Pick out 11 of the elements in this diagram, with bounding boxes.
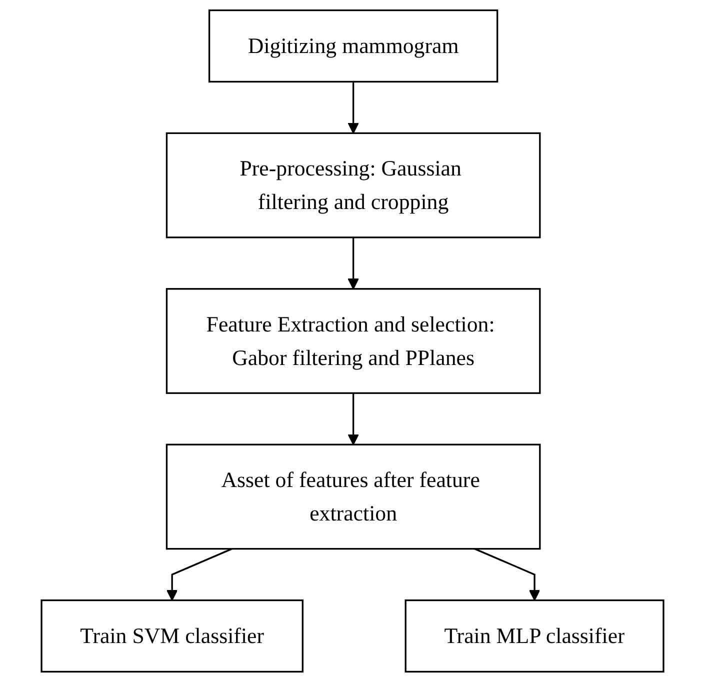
node-box: Train SVM classifier bbox=[40, 599, 304, 673]
arrow bbox=[474, 548, 540, 601]
arrow bbox=[348, 237, 359, 290]
node-box: Pre-processing: Gaussian filtering and cropping bbox=[166, 132, 541, 238]
arrow bbox=[166, 548, 232, 601]
node-box: Digitizing mammogram bbox=[208, 9, 498, 83]
arrow bbox=[348, 393, 359, 446]
arrow bbox=[348, 82, 359, 134]
node-box: Feature Extraction and selection: Gabor filtering and PPlanes bbox=[166, 288, 541, 394]
node-box: Train MLP classifier bbox=[404, 599, 664, 673]
node-box: Asset of features after feature extraction bbox=[166, 444, 541, 550]
